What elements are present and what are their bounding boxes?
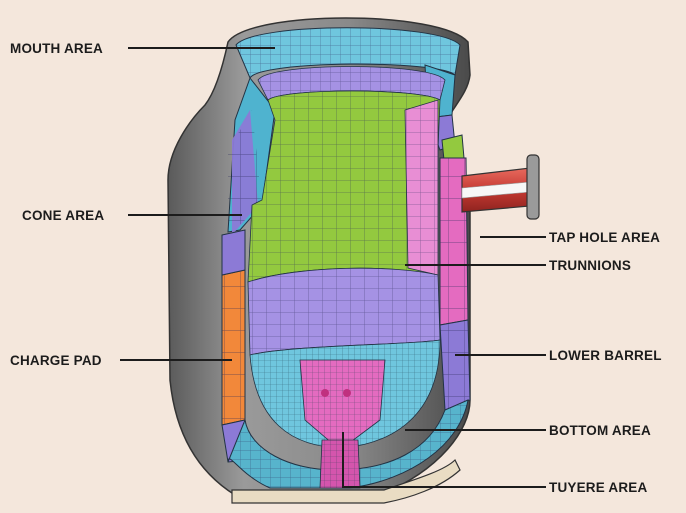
label-tap-hole-area: TAP HOLE AREA xyxy=(549,230,660,245)
tap-hole-pipe xyxy=(462,155,539,219)
label-trunnions: TRUNNIONS xyxy=(549,258,631,273)
label-mouth-area: MOUTH AREA xyxy=(10,41,103,56)
label-lower-barrel: LOWER BARREL xyxy=(549,348,662,363)
label-bottom-area: BOTTOM AREA xyxy=(549,423,651,438)
label-tuyere-area: TUYERE AREA xyxy=(549,480,648,495)
label-cone-area: CONE AREA xyxy=(22,208,104,223)
label-charge-pad: CHARGE PAD xyxy=(10,353,102,368)
tuyere-dot-right xyxy=(343,389,351,397)
tuyere-dot-left xyxy=(321,389,329,397)
